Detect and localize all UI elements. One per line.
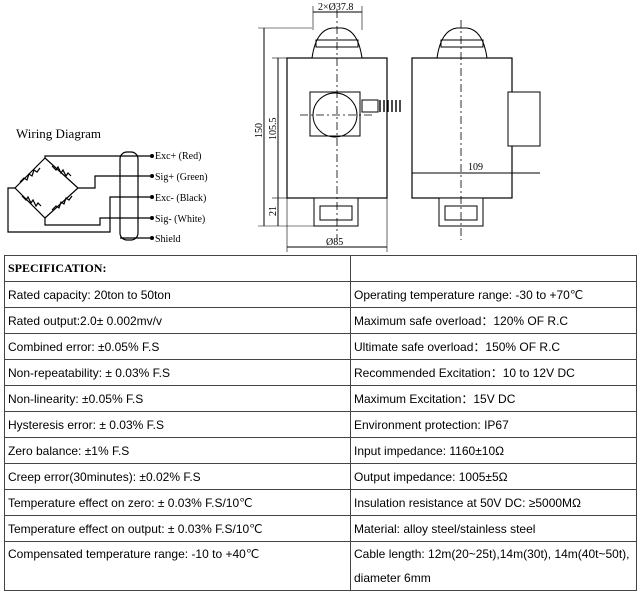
bridge-circuit [7,151,152,241]
spec-cell-right: Input impedance: 1160±10Ω [350,437,637,464]
dim-top-label: 2×Ø37.8 [318,2,353,13]
spec-cell-left: Non-linearity: ±0.05% F.S [4,385,351,412]
spec-cell-left: Hysteresis error: ± 0.03% F.S [4,411,351,438]
wire-label-sig-minus: Sig- (White) [155,214,205,225]
cable-length-line: Cable length: 12m(20~25t),14m(30t), 14m(… [354,547,630,561]
spec-row: Temperature effect on output: ± 0.03% F.… [4,515,637,542]
spec-cell-left: Rated output:2.0± 0.002mv/v [4,307,351,334]
spec-header-empty [350,255,637,282]
spec-cell-left: Zero balance: ±1% F.S [4,437,351,464]
wire-label-exc-plus: Exc+ (Red) [155,151,201,162]
spec-cell-left: Creep error(30minutes): ±0.02% F.S [4,463,351,490]
spec-cell-right: Maximum safe overload：120% OF R.C [350,307,637,334]
wire-dots [150,154,154,240]
spec-cell-right: Recommended Excitation：10 to 12V DC [350,359,637,386]
spec-cell-left: Compensated temperature range: -10 to +4… [4,541,351,591]
dim-bottom: 21 [268,206,279,216]
dim-height-inner: 105.5 [268,118,279,141]
spec-row-last: Compensated temperature range: -10 to +4… [4,541,637,591]
dim-diameter: Ø85 [326,237,343,248]
spec-cell-left: Rated capacity: 20ton to 50ton [4,281,351,308]
wire-label-exc-minus: Exc- (Black) [155,193,206,204]
front-view: 2×Ø37.8 150 105.5 21 Ø85 [254,2,401,252]
spec-cell-right: Material: alloy steel/stainless steel [350,515,637,542]
dim-height-total: 150 [254,123,265,138]
spec-cell-right: Environment protection: IP67 [350,411,637,438]
spec-cell-right: Maximum Excitation：15V DC [350,385,637,412]
wire-label-shield: Shield [155,234,181,245]
spec-cell-left: Temperature effect on output: ± 0.03% F.… [4,515,351,542]
spec-cell-left: Combined error: ±0.05% F.S [4,333,351,360]
spec-header-row: SPECIFICATION: [4,255,637,282]
spec-cell-right: Output impedance: 1005±5Ω [350,463,637,490]
technical-drawing: Wiring Diagram Exc+ (Red) Sig+ (Green) E… [0,0,642,255]
specification-table: SPECIFICATION: Rated capacity: 20ton to … [4,255,637,591]
dim-side: 109 [468,162,483,173]
side-view: 109 [411,20,541,240]
spec-cell-right: Ultimate safe overload：150% OF R.C [350,333,637,360]
drawing-svg: Wiring Diagram Exc+ (Red) Sig+ (Green) E… [7,2,541,252]
spec-cell-right-multiline: Cable length: 12m(20~25t),14m(30t), 14m(… [350,541,637,591]
spec-cell-left: Temperature effect on zero: ± 0.03% F.S/… [4,489,351,516]
wire-label-sig-plus: Sig+ (Green) [155,172,208,183]
cable-diameter-line: diameter 6mm [354,571,431,585]
spec-header: SPECIFICATION: [4,255,351,282]
spec-cell-right: Insulation resistance at 50V DC: ≥5000MΩ [350,489,637,516]
wiring-title: Wiring Diagram [16,126,101,141]
spec-row: Temperature effect on zero: ± 0.03% F.S/… [4,489,637,516]
spec-cell-right: Operating temperature range: -30 to +70℃ [350,281,637,308]
spec-cell-left: Non-repeatability: ± 0.03% F.S [4,359,351,386]
